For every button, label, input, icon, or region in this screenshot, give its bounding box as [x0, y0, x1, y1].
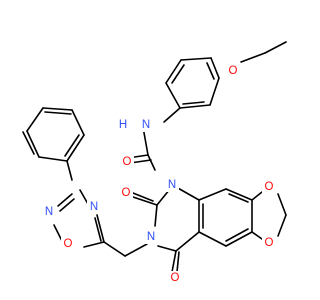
svg-text:O: O	[171, 272, 180, 284]
svg-text:N: N	[168, 179, 176, 191]
svg-text:N: N	[45, 206, 53, 218]
atom-amide-nitrogen: N	[139, 118, 153, 132]
svg-text:O: O	[122, 187, 131, 199]
svg-text:N: N	[147, 231, 155, 243]
svg-text:O: O	[64, 238, 73, 250]
molecule-structure: O N H O N O N O	[22, 41, 287, 285]
svg-text:N: N	[142, 119, 150, 131]
svg-text:O: O	[265, 181, 274, 193]
atom-n3-nitrogen: N	[144, 230, 158, 244]
atom-oxadiazole-n2: N	[42, 205, 56, 219]
atom-amide-oxygen: O	[120, 155, 134, 169]
atom-dioxole-upper-oxygen: O	[262, 180, 276, 194]
atom-n1-nitrogen: N	[165, 178, 179, 192]
svg-text:O: O	[123, 156, 132, 168]
atom-oxadiazole-n3: N	[87, 200, 101, 214]
svg-text:N: N	[90, 201, 98, 213]
atom-label-layer: O N H O N O N O	[42, 64, 276, 285]
bond-layer	[22, 41, 287, 273]
atom-amide-hydrogen: H	[117, 118, 130, 132]
atom-c4-carbonyl-oxygen: O	[168, 271, 182, 285]
atom-ethoxy-oxygen: O	[226, 64, 240, 78]
atom-dioxole-lower-oxygen: O	[262, 236, 276, 250]
atom-c2-carbonyl-oxygen: O	[119, 186, 133, 200]
atom-oxadiazole-o1: O	[61, 237, 75, 251]
svg-text:O: O	[229, 65, 238, 77]
svg-text:H: H	[119, 119, 127, 131]
svg-text:O: O	[265, 237, 274, 249]
